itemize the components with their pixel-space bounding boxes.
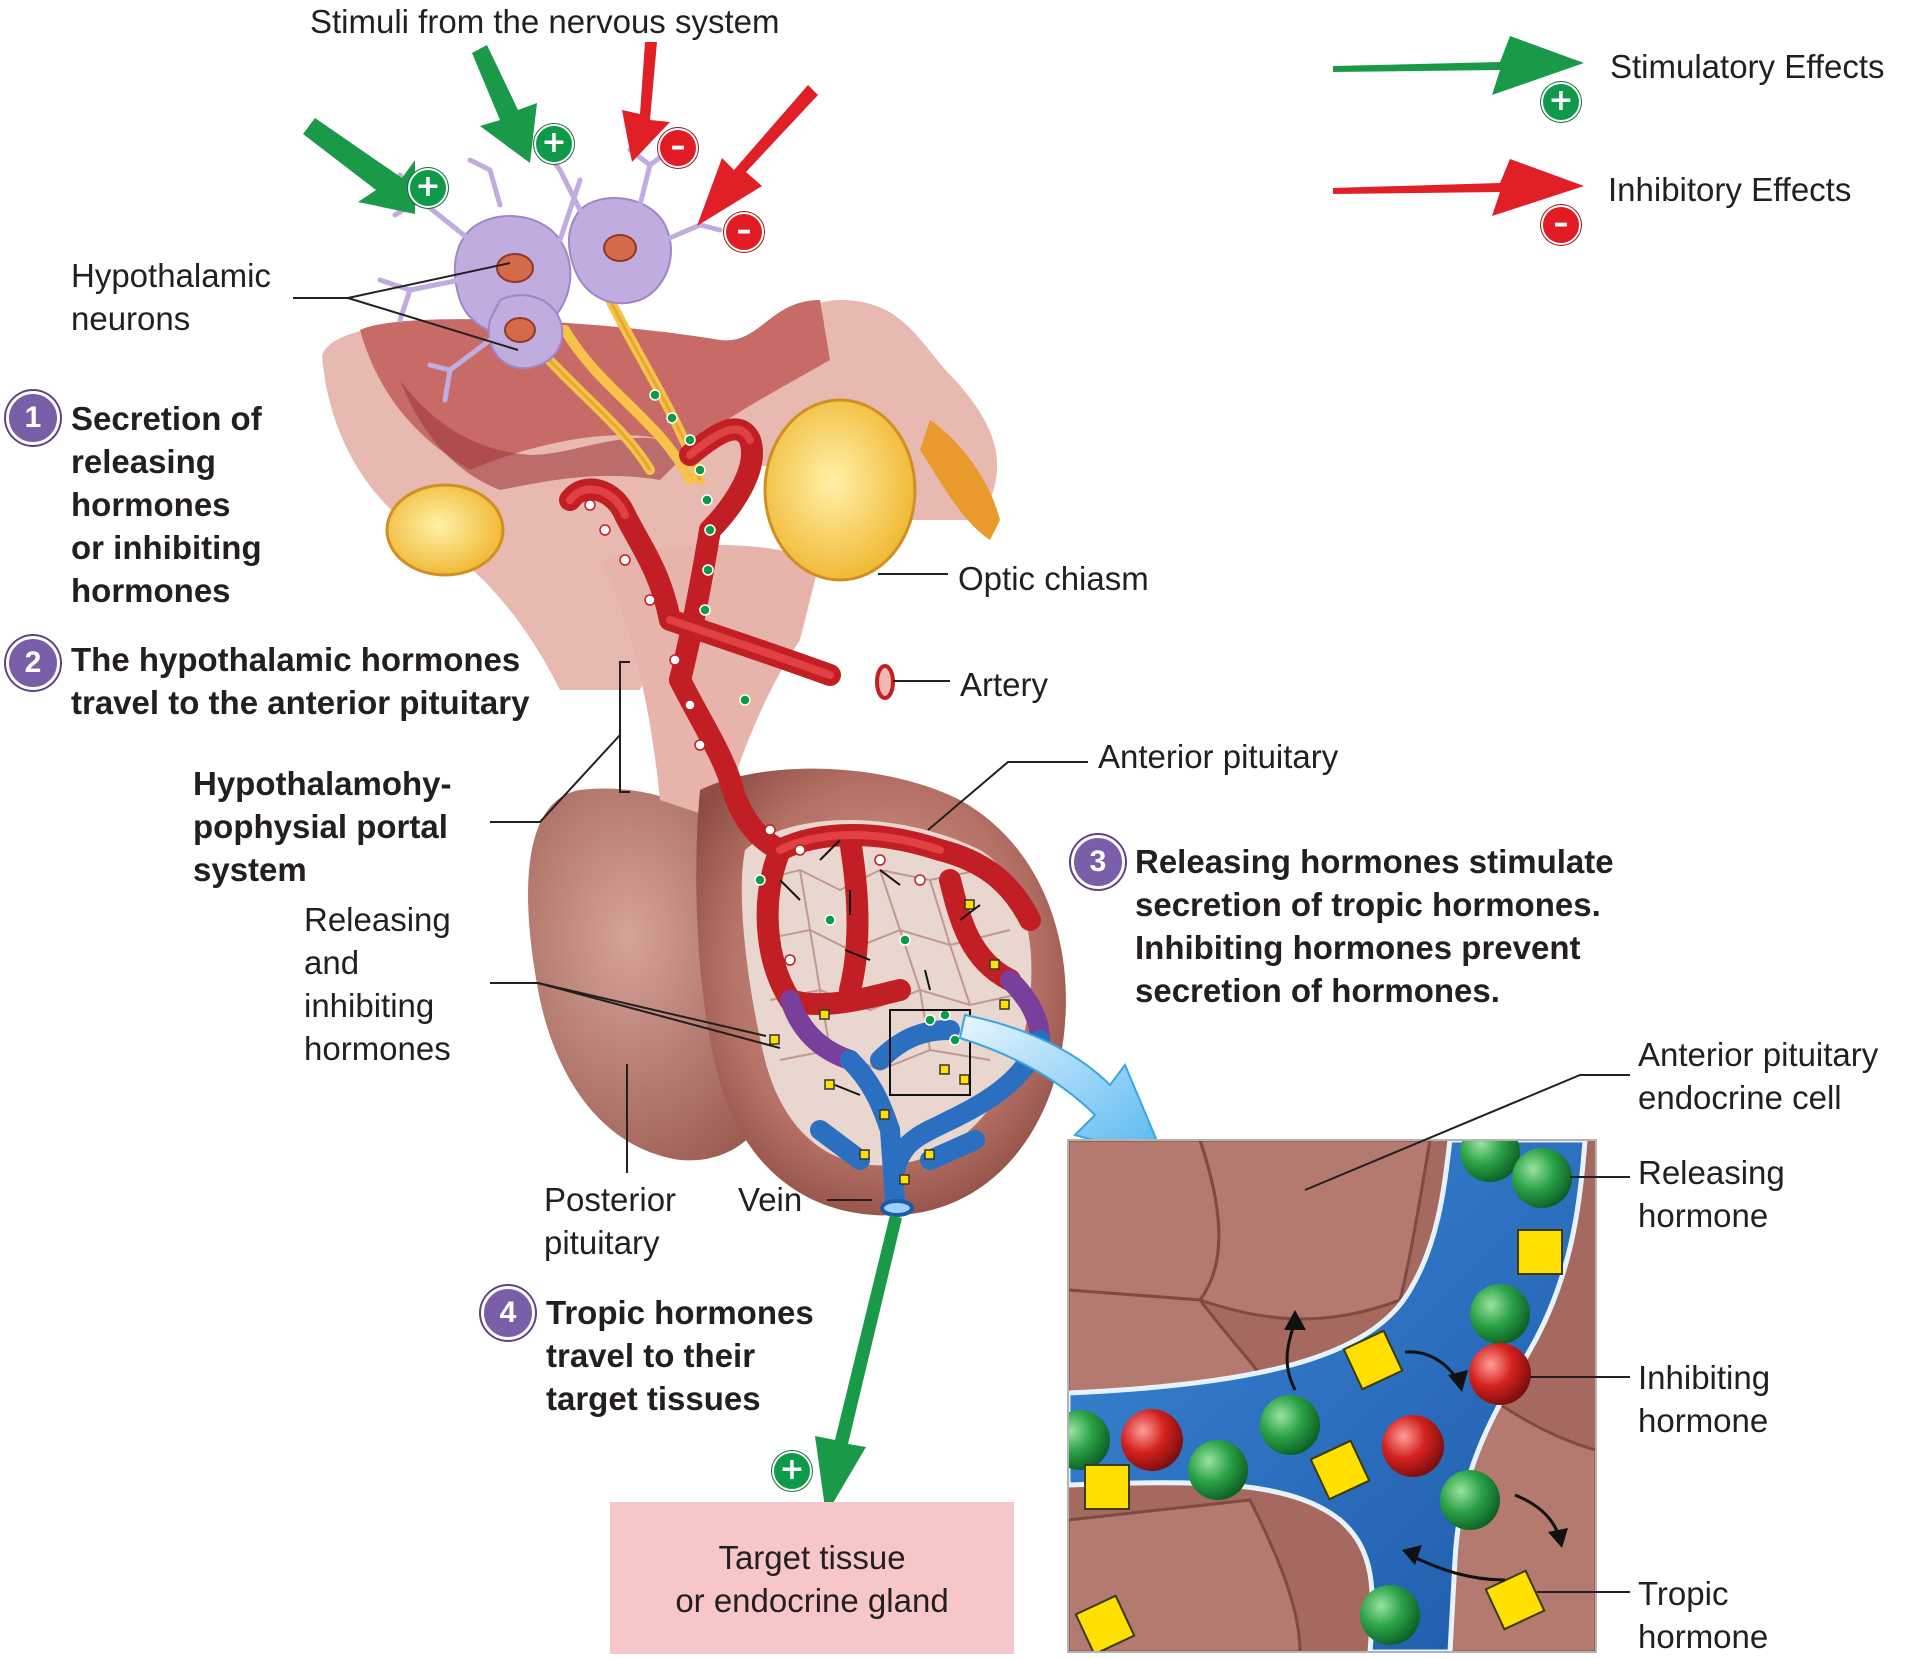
step-3-text: Releasing hormones stimulate secretion o…	[1135, 843, 1614, 1009]
stim-arrow-green-1	[303, 118, 415, 214]
inset-magnified-view	[1068, 1140, 1596, 1652]
infundibulum-stalk	[600, 545, 820, 820]
step-3-badge: 3	[1071, 835, 1125, 889]
optic-chiasm-left	[385, 483, 505, 577]
step-1-badge: 1	[6, 391, 60, 445]
endocrine-cell-label: Anterior pituitary endocrine cell	[1638, 1036, 1879, 1116]
step-1-text: Secretion of releasing hormones or inhib…	[71, 400, 262, 609]
stimuli-label: Stimuli from the nervous system	[310, 3, 780, 40]
artery-opening	[875, 664, 895, 700]
zoom-frame	[889, 1009, 971, 1096]
optic-chiasm-label: Optic chiasm	[958, 560, 1149, 597]
plus-sign-icon: +	[1541, 82, 1581, 122]
output-arrow	[815, 1215, 902, 1515]
optic-chiasm-right	[763, 398, 917, 582]
stim-arrow-red-2	[697, 85, 818, 226]
hypothalamic-neurons-label: Hypothalamic neurons	[71, 257, 271, 337]
plus-sign-icon: +	[534, 124, 574, 164]
step-4-text: Tropic hormones travel to their target t…	[546, 1294, 814, 1417]
step-2-badge: 2	[6, 636, 60, 690]
vein-opening	[880, 1199, 914, 1217]
anterior-pituitary-label: Anterior pituitary	[1098, 738, 1339, 775]
stim-arrow-green-2	[472, 45, 537, 163]
legend-arrow-red	[1333, 159, 1584, 216]
stim-arrow-red-1	[622, 42, 670, 162]
minus-sign-icon: –	[1541, 205, 1581, 245]
posterior-pituitary-label: Posterior pituitary	[544, 1181, 677, 1261]
step-2-text: The hypothalamic hormones travel to the …	[71, 641, 530, 721]
releasing-hormone-label: Releasing hormone	[1638, 1154, 1785, 1234]
target-tissue-box: Target tissue or endocrine gland	[610, 1502, 1014, 1654]
step-4-badge: 4	[481, 1286, 535, 1340]
leader-lines	[293, 262, 1630, 1593]
plus-sign-icon: +	[772, 1451, 812, 1491]
inhibiting-hormone-label: Inhibiting hormone	[1638, 1359, 1771, 1439]
plus-sign-icon: +	[408, 168, 448, 208]
vein-label: Vein	[738, 1181, 803, 1218]
minus-sign-icon: –	[658, 128, 698, 168]
artery-label: Artery	[960, 666, 1049, 703]
inhibitory-effects-label: Inhibitory Effects	[1608, 171, 1852, 208]
stimulatory-effects-label: Stimulatory Effects	[1610, 48, 1885, 85]
portal-system-label: Hypothalamohy- pophysial portal system	[193, 765, 452, 888]
target-tissue-label: Target tissue or endocrine gland	[675, 1539, 949, 1619]
tropic-hormone-label: Tropic hormone	[1638, 1575, 1769, 1655]
stimulus-arrows	[303, 42, 818, 226]
legend-arrow-green	[1333, 36, 1584, 95]
minus-sign-icon: –	[724, 212, 764, 252]
releasing-inhibiting-label: Releasing and inhibiting hormones	[304, 901, 451, 1067]
